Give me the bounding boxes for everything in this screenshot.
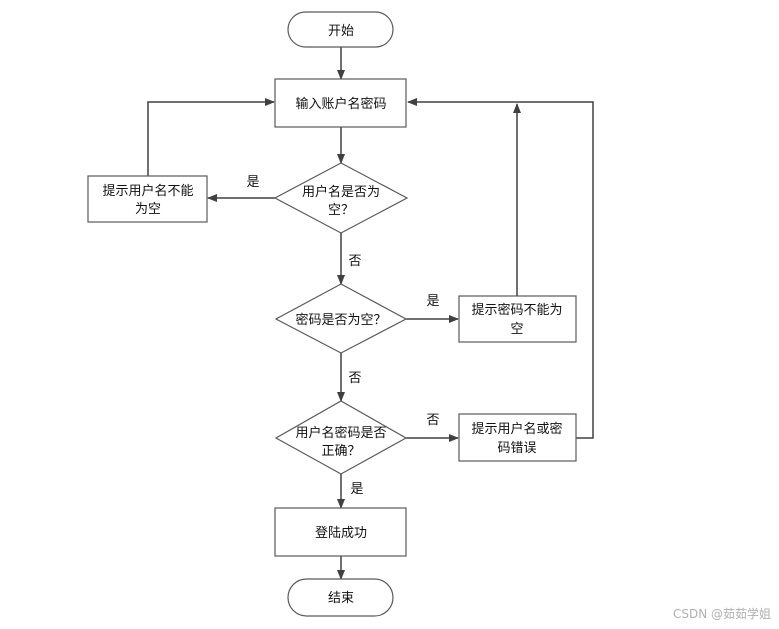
end-terminal: [287, 578, 394, 617]
start-terminal: [287, 11, 394, 48]
edge-label-pass-empty-yes: 是: [426, 294, 439, 309]
check-user-empty-diamond: [273, 162, 409, 234]
check-pass-empty-diamond: [274, 283, 408, 354]
watermark: CSDN @茹茹学姐: [673, 606, 771, 621]
edge-label-user-empty-no: 否: [348, 254, 361, 269]
warn-user-empty-label-line1: 提示用户名不能: [102, 183, 193, 199]
check-correct-diamond: [274, 400, 408, 475]
warn-pass-empty-label-line2: 空: [510, 322, 523, 337]
edge-label-correct-no: 否: [426, 413, 439, 428]
warn-wrong-box: [458, 413, 577, 462]
edge-label-pass-empty-no: 否: [348, 371, 361, 386]
check-correct-label-line2: 正确？: [321, 444, 360, 459]
input-box: [274, 78, 407, 128]
edge-label-correct-yes: 是: [350, 482, 363, 497]
warn-pass-empty-label-line1: 提示密码不能为: [471, 302, 562, 318]
success-label: 登陆成功: [315, 525, 367, 541]
check-pass-empty-label: 密码是否为空？: [295, 312, 386, 328]
warn-wrong-label-line2: 码错误: [497, 441, 536, 456]
warn-user-empty-box: [87, 175, 208, 223]
success-box: [274, 507, 407, 557]
end-label: 结束: [328, 591, 354, 606]
warn-pass-empty-box: [458, 295, 577, 343]
warn-user-empty-label-line2: 为空: [135, 202, 161, 217]
edge-warn-user-to-input: [147, 98, 275, 176]
check-correct-label-line1: 用户名密码是否: [295, 425, 386, 441]
check-user-empty-label-line2: 空？: [328, 203, 354, 218]
warn-wrong-label-line1: 提示用户名或密: [471, 421, 562, 437]
start-label: 开始: [328, 24, 354, 39]
input-label: 输入账户名密码: [295, 96, 386, 112]
check-user-empty-label-line1: 用户名是否为: [302, 184, 380, 200]
edge-label-user-empty-yes: 是: [246, 175, 259, 190]
edge-warn-wrong-to-input: [407, 98, 594, 439]
